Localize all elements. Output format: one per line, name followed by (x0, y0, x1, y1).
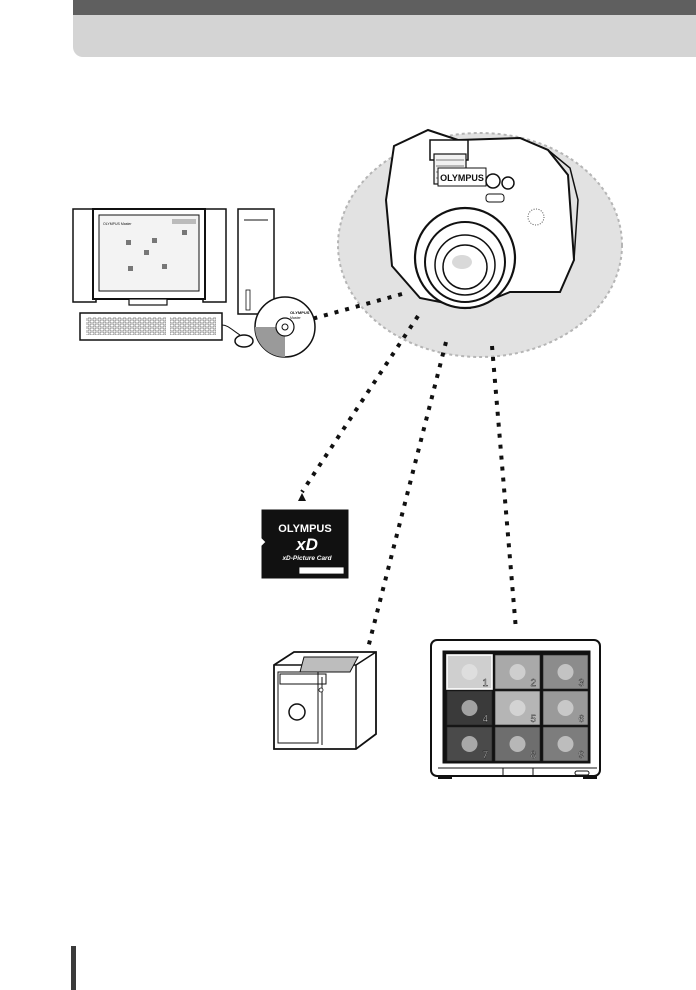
card-name-label: xD-Picture Card (281, 555, 332, 562)
card-label-area (299, 567, 344, 574)
thumbnail-number: 4 (482, 714, 488, 725)
thumbnail-image-3 (558, 664, 574, 680)
thumbnail-number: 7 (482, 750, 488, 761)
thumbnail-image-8 (510, 736, 526, 752)
thumbnail-image-1 (462, 664, 478, 680)
screen-window-title: OLYMPUS Master (103, 222, 132, 226)
cd-title-label: Master (290, 316, 302, 320)
xd-card-illustration: OLYMPUS xD xD-Picture Card (262, 493, 348, 578)
thumbnail-image-2 (510, 664, 526, 680)
mouse (235, 335, 253, 347)
line-to-card (302, 316, 418, 492)
thumbnail-number: 3 (578, 678, 584, 689)
camera-illustration: OLYMPUS (386, 130, 578, 308)
line-to-tv (492, 346, 516, 630)
speaker-right (203, 209, 226, 302)
cd-brand-label: OLYMPUS (290, 310, 310, 315)
computer-illustration: OLYMPUS Master OLYMPUS Master (73, 209, 315, 357)
thumbnail-grid: 1 2 3 4 5 6 7 8 9 (447, 655, 588, 761)
card-logo: xD (295, 535, 318, 554)
thumbnail-number: 1 (482, 678, 488, 689)
thumbnail-image-5 (510, 700, 526, 716)
line-to-printer (368, 342, 446, 648)
side-tab-bar (71, 946, 76, 990)
thumbnail-image-7 (462, 736, 478, 752)
camera-brand-label: OLYMPUS (440, 173, 484, 183)
pc-tower (238, 209, 274, 314)
thumbnail-image-9 (558, 736, 574, 752)
thumbnail-number: 5 (530, 714, 536, 725)
thumbnail-number: 8 (530, 750, 536, 761)
tv-illustration: 1 2 3 4 5 6 7 8 9 (431, 640, 600, 779)
thumbnail-number: 6 (578, 714, 584, 725)
thumbnail-number: 9 (578, 750, 584, 761)
thumbnail-image-6 (558, 700, 574, 716)
thumbnail-image-4 (462, 700, 478, 716)
thumbnail-number: 2 (530, 678, 536, 689)
card-brand-label: OLYMPUS (278, 523, 331, 535)
printer-illustration (274, 652, 376, 749)
